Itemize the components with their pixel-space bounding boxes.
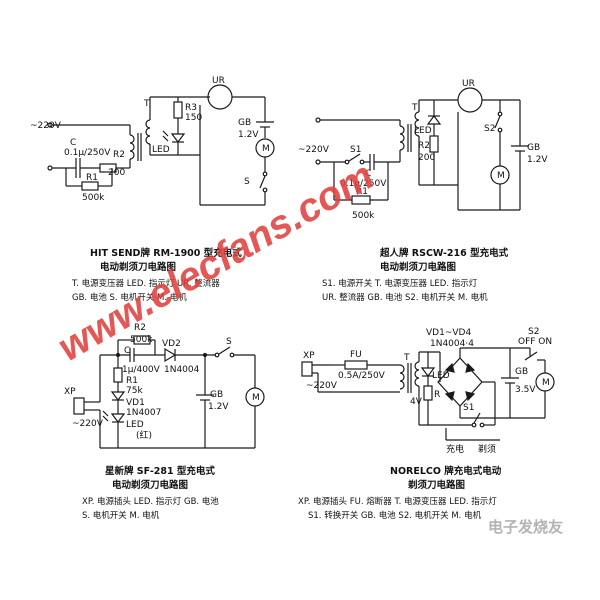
d1-caption-line2: 电动剃须刀电路图 — [100, 261, 176, 273]
d2-legend-line2: UR. 整流器 GB. 电池 S2. 电机开关 M. 电机 — [322, 292, 488, 303]
d1-gb-value: 1.2V — [238, 130, 259, 140]
d1-ac-label: ~220V — [30, 121, 62, 131]
d4-r-label: R — [434, 390, 440, 400]
d4-fu-value: 0.5A/250V — [338, 371, 386, 381]
d2-r2-value: 200 — [418, 153, 435, 163]
d4-t-label: T — [403, 353, 410, 363]
d4-vd-value: 1N4004·4 — [430, 339, 474, 349]
d2-s1-label: S1 — [350, 145, 361, 155]
d2-caption-line1: 超人牌 RSCW-216 型充电式 — [379, 247, 509, 259]
d4-m-label: M — [542, 378, 550, 388]
d1-gb-label: GB — [238, 118, 251, 128]
diagram-3: R2 500k VD2 C 1μ/400V 1N4004 S R1 75k XP… — [64, 323, 265, 521]
d2-m-label: M — [497, 171, 505, 181]
d3-gb-value: 1.2V — [208, 402, 229, 412]
d3-s-label: S — [226, 337, 232, 347]
d3-c-label: C — [124, 346, 130, 356]
d3-r1-label: R1 — [126, 376, 138, 386]
d2-r2-label: R2 — [418, 141, 430, 151]
diagram-2: ~220V S1 C 0.1μ/250V R1 500k T LED R2 20… — [298, 79, 548, 303]
diagram-4-wires — [301, 347, 555, 441]
d3-legend-line2: S. 电机开关 M. 电机 — [82, 510, 160, 521]
d3-r2-label: R2 — [134, 323, 146, 333]
d4-s1-label: S1 — [463, 403, 474, 413]
d3-vd1-label: VD1 — [126, 398, 145, 408]
d3-caption-line2: 电动剃须刀电路图 — [112, 479, 188, 491]
d1-r3-value: 150 — [185, 113, 202, 123]
diagram-4: VD1~VD4 1N4004·4 S2 OFF ON XP FU 0.5A/25… — [298, 327, 555, 521]
d1-legend-line2: GB. 电池 S. 电机开关 M. 电机 — [72, 292, 187, 303]
d3-vd2-label: VD2 — [162, 339, 181, 349]
d1-t-label: T — [143, 99, 150, 109]
d1-r2-value: 200 — [108, 168, 125, 178]
d4-shave-label: 剃须 — [478, 443, 496, 455]
d2-gb-value: 1.2V — [527, 155, 548, 165]
d3-legend-line1: XP. 电源插头 LED. 指示灯 GB. 电池 — [82, 496, 219, 507]
d3-r2-value: 500k — [130, 335, 153, 345]
d4-caption-line2: 剃须刀电路图 — [407, 479, 465, 491]
d3-xp-label: XP — [64, 387, 76, 397]
d2-ur-label: UR — [462, 79, 475, 89]
d1-c-label: C — [70, 138, 76, 148]
d4-led-label: LED — [432, 371, 450, 381]
d1-led-label: LED — [152, 145, 170, 155]
d2-ac-label: ~220V — [298, 145, 330, 155]
d1-r3-label: R3 — [185, 103, 197, 113]
d2-gb-label: GB — [527, 143, 540, 153]
d4-gb-value: 3.5V — [515, 385, 536, 395]
d3-led-note: (红) — [136, 429, 152, 441]
d2-legend-line1: S1. 电源开关 T. 电源变压器 LED. 指示灯 — [322, 278, 478, 289]
d3-m-label: M — [252, 393, 260, 403]
d4-fu-label: FU — [350, 350, 362, 360]
diagram-1-wires — [47, 84, 275, 206]
d4-4v-label: 4V — [410, 397, 423, 407]
watermark-corner: 电子发烧友 — [488, 518, 563, 536]
d1-s-label: S — [244, 177, 250, 187]
d4-s2-label: S2 — [528, 327, 539, 337]
d4-legend-line2: S1. 转换开关 GB. 电池 S2. 电机开关 M. 电机 — [308, 510, 482, 521]
d2-caption-line2: 电动剃须刀电路图 — [380, 261, 456, 273]
d2-s2-label: S2 — [484, 124, 495, 134]
d1-r1-value: 500k — [82, 193, 105, 203]
d4-legend-line1: XP. 电源插头 FU. 熔断器 T. 电源变压器 LED. 指示灯 — [298, 496, 497, 507]
d1-r2-label: R2 — [113, 150, 125, 160]
d2-r1-value: 500k — [352, 211, 375, 221]
d3-r1-value: 75k — [126, 386, 143, 396]
d4-ac-label: ~220V — [306, 381, 338, 391]
d3-led-label: LED — [126, 420, 144, 430]
d2-r1-label: R1 — [356, 187, 368, 197]
d3-gb-label: GB — [210, 390, 223, 400]
d3-c-value: 1μ/400V — [122, 365, 161, 375]
d1-c-value: 0.1μ/250V — [64, 148, 111, 158]
d2-led-label: LED — [414, 126, 432, 136]
diagram-2-wires — [315, 87, 529, 211]
d1-ur-label: UR — [212, 76, 225, 86]
d1-legend-line1: T. 电源变压器 LED. 指示灯 UR. 整流器 — [71, 278, 220, 289]
d1-caption-line1: HIT SEND牌 RM-1900 型充电式 — [90, 247, 242, 259]
diagram-3-wires — [73, 335, 265, 449]
d3-caption-line1: 星新牌 SF-281 型充电式 — [105, 465, 215, 477]
diagram-1: ~220V C 0.1μ/250V R2 200 R1 500k T R3 15… — [30, 76, 275, 303]
d3-vd1-value: 1N4007 — [126, 408, 161, 418]
d4-xp-label: XP — [303, 351, 315, 361]
d1-r1-label: R1 — [86, 173, 98, 183]
d3-ac-label: ~220V — [72, 419, 104, 429]
d2-t-label: T — [411, 103, 418, 113]
d2-c-label: C — [365, 169, 371, 179]
d1-m-label: M — [262, 144, 270, 154]
d4-gb-label: GB — [515, 367, 528, 377]
d4-charge-label: 充电 — [446, 443, 464, 455]
d4-vd-label: VD1~VD4 — [426, 328, 471, 338]
d4-s2-positions: OFF ON — [518, 337, 552, 347]
d4-caption-line1: NORELCO 牌充电式电动 — [390, 465, 502, 477]
d3-vd2-value: 1N4004 — [164, 365, 200, 375]
d2-c-value: 0.1μ/250V — [340, 179, 387, 189]
